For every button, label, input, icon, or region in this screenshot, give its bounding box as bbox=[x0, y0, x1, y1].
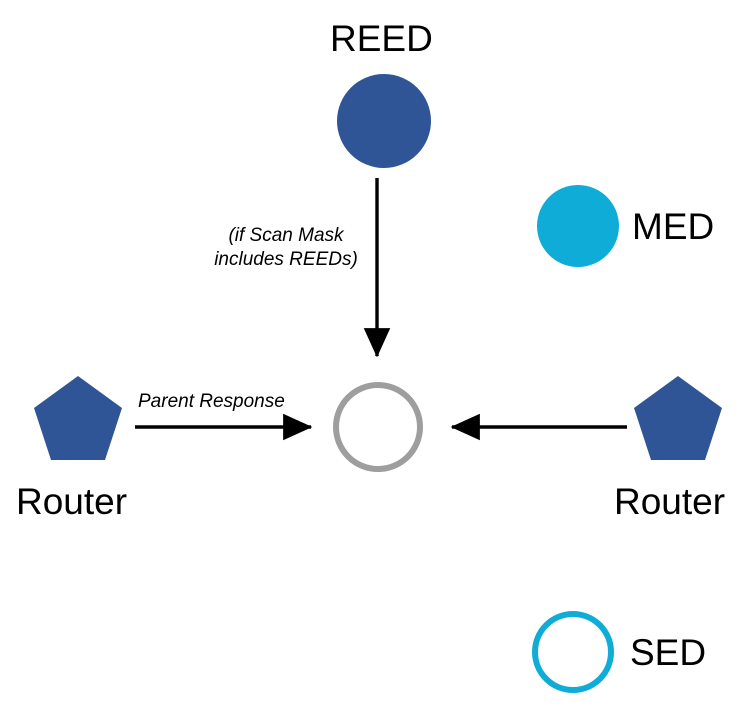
scan-mask-edge-label-line1: (if Scan Mask bbox=[228, 225, 344, 246]
scan-mask-edge-label: (if Scan Mask includes REEDs) bbox=[198, 224, 374, 273]
sed-legend-ring bbox=[532, 611, 614, 693]
center-node-ring bbox=[333, 382, 423, 472]
scan-mask-edge-label-line2: includes REEDs) bbox=[214, 249, 358, 271]
reed-node-circle bbox=[337, 74, 431, 168]
router-left-label: Router bbox=[16, 481, 128, 522]
router-left-pentagon bbox=[34, 376, 122, 460]
med-label: MED bbox=[632, 206, 715, 247]
parent-response-edge-label: Parent Response bbox=[138, 391, 285, 412]
router-right-pentagon bbox=[634, 376, 722, 460]
sed-label: SED bbox=[630, 632, 707, 673]
router-right-label: Router bbox=[614, 481, 726, 522]
reed-label: REED bbox=[330, 18, 433, 59]
med-node-circle bbox=[537, 185, 619, 267]
